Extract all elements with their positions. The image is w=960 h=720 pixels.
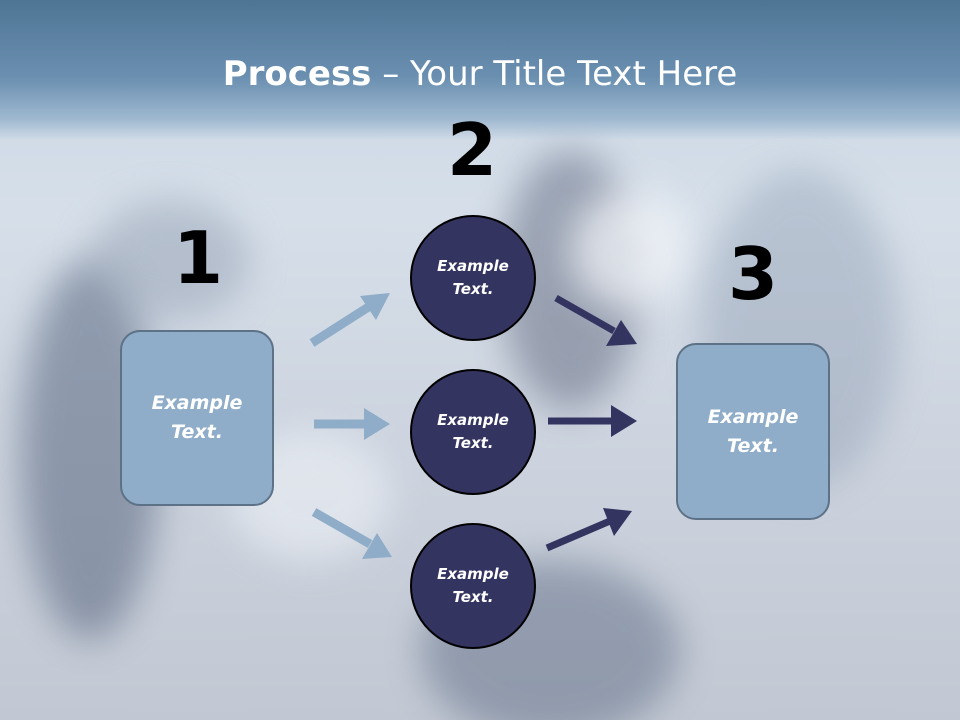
circle-top: Example Text. [410, 215, 536, 341]
page-title: Process – Your Title Text Here [0, 52, 960, 96]
arrow-light-middle [314, 408, 390, 440]
title-band [0, 0, 960, 140]
left-box-line1: Example [151, 392, 243, 414]
right-box-line1: Example [707, 405, 799, 428]
circle-bottom-line1: Example [437, 565, 509, 583]
circle-middle-line2: Text. [452, 434, 494, 452]
title-rest: – Your Title Text Here [371, 54, 738, 94]
circle-top-line1: Example [437, 257, 509, 275]
right-step-box: Example Text. [676, 343, 830, 520]
left-box-line2: Text. [171, 421, 223, 443]
circle-bottom: Example Text. [410, 523, 536, 649]
step-number-3: 3 [727, 232, 779, 316]
step-number-2: 2 [446, 108, 498, 192]
circle-middle: Example Text. [410, 369, 536, 495]
right-box-line2: Text. [727, 434, 779, 457]
circle-middle-line1: Example [437, 411, 509, 429]
title-bold: Process [222, 54, 372, 94]
circle-top-line2: Text. [452, 280, 494, 298]
arrow-light-down [311, 508, 392, 559]
background-photo-shape [90, 200, 250, 320]
arrow-dark-down [554, 294, 637, 346]
step-number-1: 1 [172, 216, 224, 300]
circle-bottom-line2: Text. [452, 588, 494, 606]
arrow-light-up [309, 293, 390, 347]
left-step-box: Example Text. [120, 330, 274, 506]
arrow-dark-up [545, 508, 632, 552]
arrow-dark-middle [548, 405, 637, 437]
background-photo-shape [570, 190, 690, 310]
